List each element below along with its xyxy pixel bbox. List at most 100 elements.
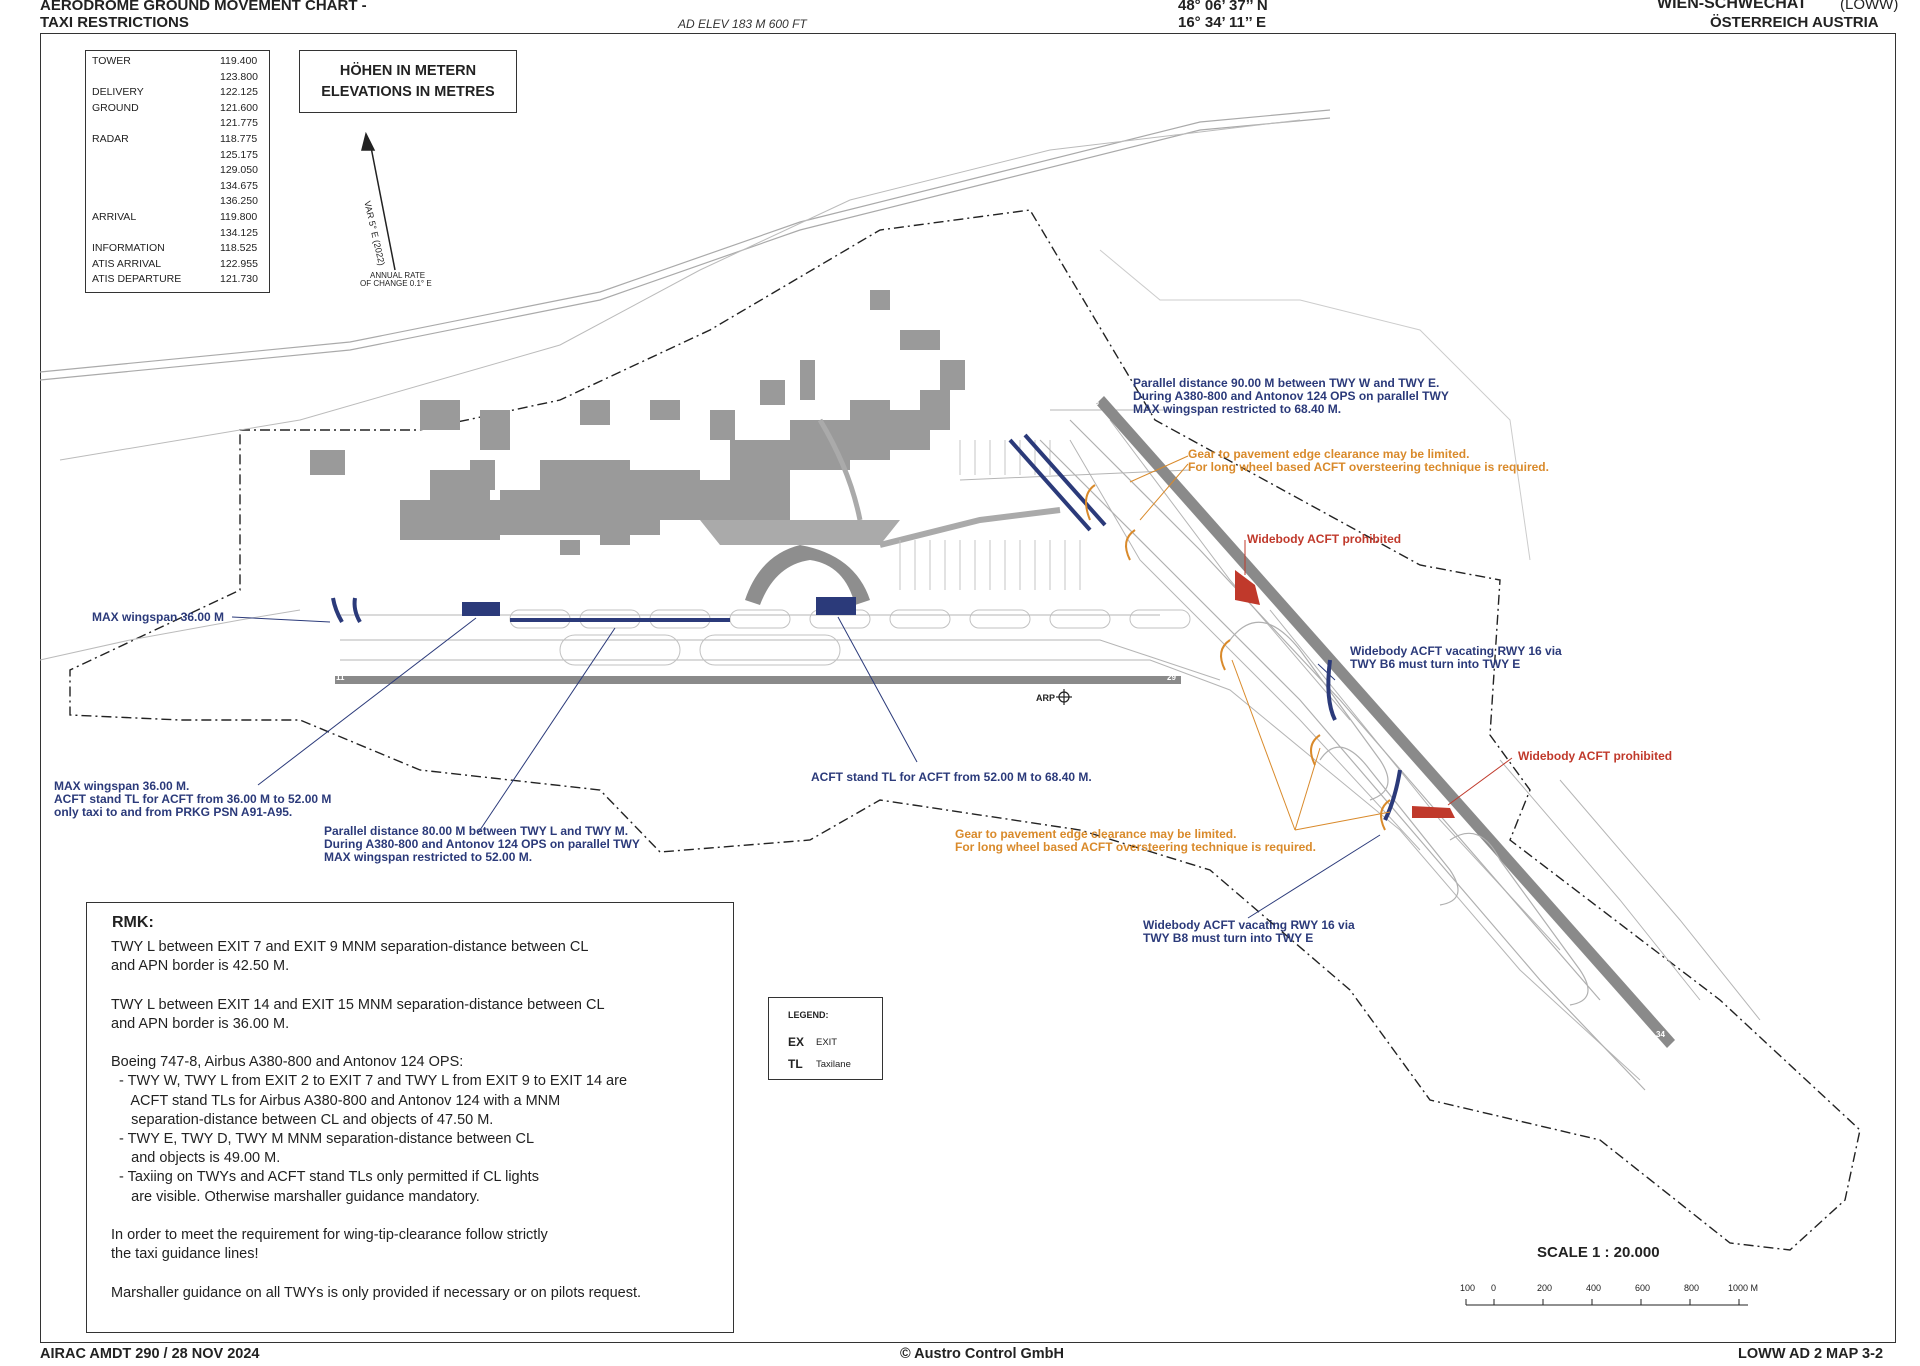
north-arrow (361, 131, 396, 271)
terminal-building (580, 400, 610, 425)
remark-line: and APN border is 36.00 M. (111, 1015, 290, 1032)
terminal-building (900, 330, 940, 350)
road (39, 609, 301, 661)
runway-29-label: 29 (1167, 673, 1176, 682)
terminal-building (940, 360, 965, 390)
terminal-building (870, 290, 890, 310)
annotation-b8-line2: TWY B8 must turn into TWY E (1143, 931, 1314, 945)
annual-rate-value: OF CHANGE 0.1° E (360, 279, 432, 288)
terminal-building (620, 470, 700, 520)
annotation-b8-line1: Widebody ACFT vacating RWY 16 via (1143, 918, 1355, 932)
chart-reference: LOWW AD 2 MAP 3-2 (1738, 1346, 1884, 1362)
airport-name: WIEN-SCHWECHAT (1657, 0, 1807, 12)
annotation-gear-clearance-2-line1: Gear to pavement edge clearance may be l… (955, 827, 1237, 841)
runway-16-label: 16 (1090, 398, 1099, 407)
elevation-note-de: HÖHEN IN METERN (339, 63, 477, 79)
restricted-stand (462, 602, 500, 616)
frequency-value: 134.125 (220, 226, 258, 239)
restricted-stand (816, 597, 856, 615)
arp-symbol (1056, 689, 1072, 705)
terminal-building (560, 540, 580, 555)
scale-tick-label: 800 (1684, 1283, 1700, 1293)
frequency-label: ARRIVAL (92, 211, 137, 223)
taxiway-w (1069, 419, 1601, 1001)
frequency-value: 122.125 (220, 86, 258, 99)
runway-11-label: 11 (336, 673, 345, 682)
frequency-label: TOWER (92, 55, 131, 67)
annotation-a91-line1: MAX wingspan 36.00 M. (54, 779, 190, 793)
legend-box: LEGEND: EX EXIT TL Taxilane (768, 997, 883, 1080)
annotation-parallel80-line2: During A380-800 and Antonov 124 OPS on p… (324, 837, 640, 851)
scale-tick-label: 600 (1635, 1283, 1651, 1293)
terminal-building (420, 400, 460, 430)
runway-11-29 (335, 676, 1181, 684)
remark-line: and APN border is 42.50 M. (111, 958, 290, 975)
legend-key-exit: EX (788, 1035, 805, 1049)
country: ÖSTERREICH AUSTRIA (1710, 14, 1879, 31)
chart-frame (40, 33, 1896, 1343)
runway-34-label: 34 (1656, 1030, 1665, 1039)
frequency-value: 118.775 (220, 133, 258, 145)
frequency-label: ATIS DEPARTURE (92, 273, 182, 286)
annotation-parallel90-line1: Parallel distance 90.00 M between TWY W … (1133, 376, 1440, 390)
frequency-label: RADAR (92, 133, 129, 145)
terminal-building (800, 360, 815, 400)
frequency-value: 118.525 (220, 242, 258, 255)
terminal-building (600, 525, 630, 545)
chart-title-line2: TAXI RESTRICTIONS (40, 14, 189, 31)
terminal-building (760, 380, 785, 405)
road (39, 117, 1331, 381)
scale-tick-label: 200 (1537, 1283, 1553, 1293)
remark-line: are visible. Otherwise marshaller guidan… (111, 1188, 480, 1205)
road (39, 109, 1331, 373)
widebody-prohibited-area (1235, 570, 1260, 605)
terminal-pier (745, 545, 870, 605)
frequency-value: 121.775 (220, 117, 258, 130)
terminal-building (710, 410, 735, 440)
scale-title: SCALE 1 : 20.000 (1537, 1244, 1660, 1261)
arp-label: ARP (1036, 693, 1056, 703)
remark-line: separation-distance between CL and objec… (111, 1111, 494, 1128)
annotation-stand-tl-52-68: ACFT stand TL for ACFT from 52.00 M to 6… (811, 770, 1092, 784)
remark-line: ACFT stand TLs for Airbus A380-800 and A… (111, 1092, 561, 1109)
copyright: © Austro Control GmbH (900, 1346, 1064, 1362)
scale-tick-label: 0 (1491, 1283, 1497, 1293)
terminal-building (730, 440, 790, 480)
frequency-value: 125.175 (220, 148, 258, 161)
airac-amendment: AIRAC AMDT 290 / 28 NOV 2024 (40, 1346, 260, 1362)
runway-16-34 (1096, 396, 1675, 1048)
annual-rate-label: ANNUAL RATE (370, 271, 426, 280)
scale-tick-label: 400 (1586, 1283, 1602, 1293)
annotation-max-wingspan-36: MAX wingspan 36.00 M (92, 610, 225, 624)
annotation-b6-line2: TWY B6 must turn into TWY E (1350, 657, 1521, 671)
annotation-gear-clearance-1-line1: Gear to pavement edge clearance may be l… (1188, 447, 1470, 461)
remark-line: and objects is 49.00 M. (111, 1150, 281, 1167)
longitude: 16° 34’ 11’’ E (1178, 14, 1267, 31)
frequency-value: 121.730 (220, 273, 258, 286)
scale-tick-label: 100 (1460, 1283, 1476, 1293)
elevation-note-en: ELEVATIONS IN METRES (321, 84, 495, 100)
apron-road (879, 507, 1061, 548)
frequency-value: 134.675 (220, 179, 258, 192)
chart-title-line1: AERODROME GROUND MOVEMENT CHART - (40, 0, 367, 14)
terminal-building (400, 500, 500, 540)
frequency-value: 119.400 (220, 55, 258, 67)
frequency-value: 122.955 (220, 257, 258, 270)
frequency-label: INFORMATION (92, 242, 165, 255)
annotation-gear-clearance-2-line2: For long wheel based ACFT oversteering t… (955, 840, 1316, 854)
annotation-widebody-prohibited-2: Widebody ACFT prohibited (1518, 749, 1673, 763)
aerodrome-boundary (69, 209, 1861, 1251)
terminal-building (540, 460, 630, 490)
legend-value-taxilane: Taxilane (816, 1059, 851, 1070)
scale-bar (1465, 1299, 1748, 1306)
remark-line: TWY L between EXIT 7 and EXIT 9 MNM sepa… (111, 939, 589, 955)
apron-road (817, 418, 863, 521)
frequency-label: ATIS ARRIVAL (92, 257, 162, 270)
remark-line: - TWY W, TWY L from EXIT 2 to EXIT 7 and… (111, 1073, 628, 1090)
frequency-label: DELIVERY (92, 86, 144, 99)
latitude: 48° 06’ 37’’ N (1178, 0, 1268, 14)
annotation-a91-line2: ACFT stand TL for ACFT from 36.00 M to 5… (54, 792, 332, 806)
terminal-building (330, 450, 345, 475)
terminal-building (310, 450, 330, 475)
elevation-note-box: HÖHEN IN METERN ELEVATIONS IN METRES (299, 50, 517, 113)
